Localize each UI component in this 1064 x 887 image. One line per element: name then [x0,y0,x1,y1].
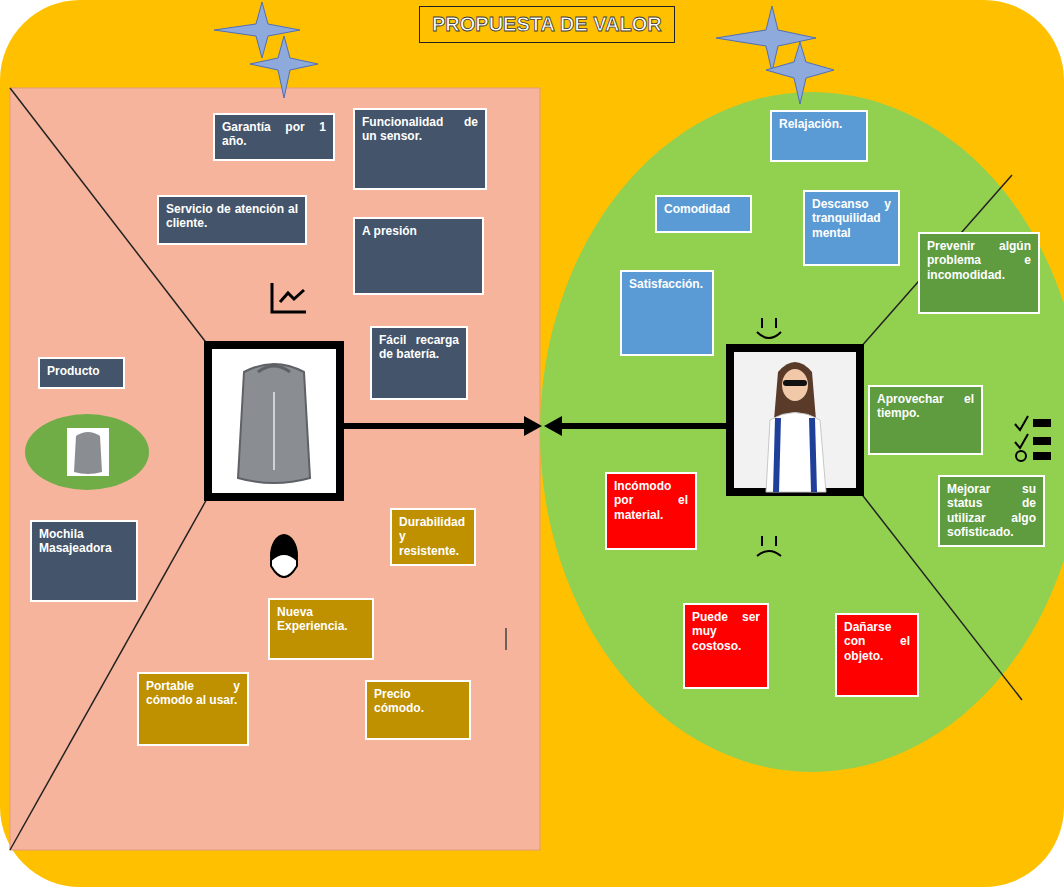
box-text: Fácil recarga de batería. [379,333,459,362]
gain-creator-box: Fácil recarga de batería. [370,326,468,400]
pain-reliever-box: Portable y cómodo al usar. [137,672,249,746]
pain-reliever-box: Durabilidad y resistente. [390,508,476,566]
box-text: Relajación. [779,117,859,131]
pain-reliever-box: Precio cómodo. [365,680,471,740]
customer-photo-frame [730,348,860,492]
backpack-illustration [238,364,310,483]
star-decoration [214,2,834,104]
pain-reliever-icon [270,534,298,578]
box-text: Nueva Experiencia. [277,605,365,634]
pain-box: Puede ser muy costoso. [683,603,769,689]
job-box: Prevenir algún problema e incomodidad. [918,232,1040,314]
product-badge-photo [67,428,109,476]
pain-box: Dañarse con el objeto. [835,613,919,697]
box-text: Producto [47,364,116,378]
gains-smiley-icon [757,318,781,338]
box-text: Mochila Masajeadora [39,527,129,556]
gain-creator-box: A presión [353,217,484,295]
box-text: Puede ser muy costoso. [692,610,760,653]
fit-arrow [340,423,526,429]
box-text: Mejorar su status de utilizar algo sofis… [947,482,1036,540]
product-photo-frame [208,345,340,497]
gain-box: Descanso y tranquilidad mental [803,190,900,266]
pains-sad-icon [757,536,781,556]
mini-backpack [74,432,102,474]
box-text: Aprovechar el tiempo. [877,392,974,421]
box-text: Servicio de atención al cliente. [166,202,298,231]
box-text: A presión [362,224,475,238]
job-box: Mejorar su status de utilizar algo sofis… [938,475,1045,547]
box-text: Comodidad [664,202,743,216]
fit-arrow [560,423,730,429]
box-text: Garantía por 1 año. [222,120,326,149]
box-text: Dañarse con el objeto. [844,620,910,663]
gain-box: Relajación. [770,110,868,162]
box-text: Satisfacción. [629,277,705,291]
product-panel [10,88,540,850]
gain-creator-box: Garantía por 1 año. [213,113,335,161]
tick-mark [505,628,507,650]
customer-illustration [766,362,826,492]
box-text: Portable y cómodo al usar. [146,679,240,708]
pain-reliever-box: Nueva Experiencia. [268,598,374,660]
arrow-head [544,416,562,436]
box-text: Funcionalidad de un sensor. [362,115,478,144]
box-text: Precio cómodo. [374,687,462,716]
box-text: Incómodo por el material. [614,479,688,522]
gain-creator-box: Servicio de atención al cliente. [157,195,307,245]
jobs-checklist-icon [1015,416,1050,461]
gain-box: Comodidad [655,195,752,233]
box-text: Descanso y tranquilidad mental [812,197,891,240]
title-box: PROPUESTA DE VALOR [419,6,675,43]
pain-box: Incómodo por el material. [605,472,697,550]
arrow-head [524,416,542,436]
gain-box: Satisfacción. [620,270,714,356]
job-box: Aprovechar el tiempo. [868,385,983,455]
product-name-box: Mochila Masajeadora [30,520,138,602]
box-text: Prevenir algún problema e incomodidad. [927,239,1031,282]
gain-creator-box: Funcionalidad de un sensor. [353,108,487,190]
product-label-box: Producto [38,357,125,389]
product-badge [25,414,149,490]
gain-creator-icon [272,283,306,312]
box-text: Durabilidad y resistente. [399,515,467,558]
customer-circle [540,92,1064,772]
